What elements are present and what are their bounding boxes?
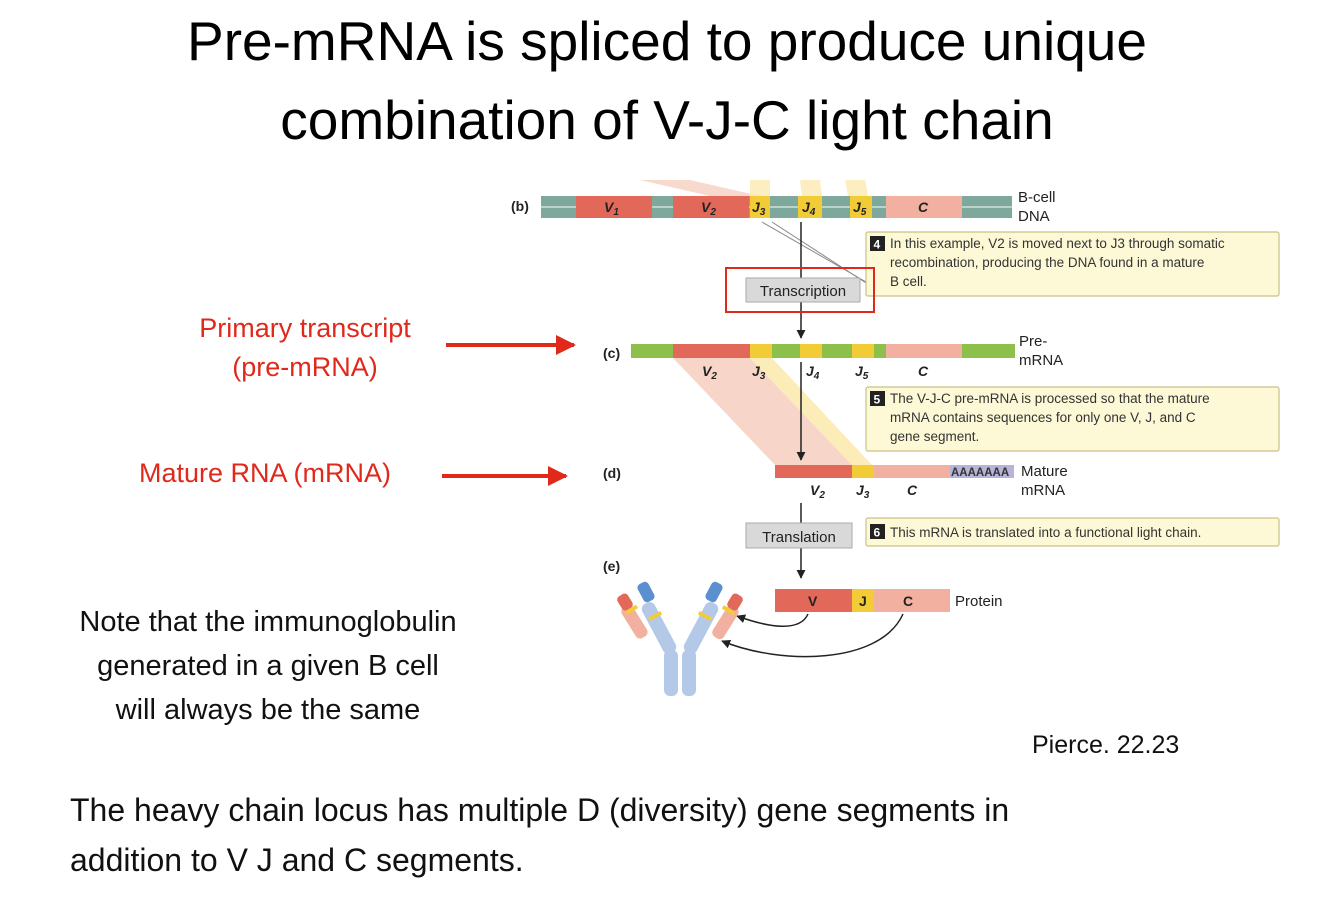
primary-transcript-annotation: Primary transcript (pre-mRNA) [150,309,460,387]
step4-line-1: In this example, V2 is moved next to J3 … [890,236,1225,251]
transcription-label-box [745,277,861,303]
step4-number: 4 [874,238,881,252]
panel-label-d: (d) [603,465,621,481]
premrna-j3-label: J3 [752,363,766,382]
step6-line-1: This mRNA is translated into a functiona… [890,525,1201,540]
protein-segment-j [852,589,874,612]
protein-label: Protein [955,593,1003,610]
dna-segment-v2 [673,196,749,218]
protein-chain [775,589,950,612]
transcription-highlight-box [725,267,875,313]
recombination-shade-j3 [750,180,770,196]
premrna-segment-j5 [852,344,874,358]
protein-c-label: C [903,593,913,609]
dna-j5-label: J5 [853,199,867,218]
step6-number: 6 [874,526,881,540]
protein-v-label: V [808,593,818,609]
mrna-segment-v2 [775,465,852,478]
dna-segment-c [886,196,962,218]
step4-callout: 4 In this example, V2 is moved next to J… [865,231,1280,297]
note-line-3: will always be the same [115,694,421,727]
splicing-shade-j [750,358,872,465]
step6-callout: 6 This mRNA is translated into a functio… [865,517,1280,547]
slide-title-line-1: Pre-mRNA is spliced to produce unique [187,10,1147,72]
pre-mrna-strand [631,344,1015,358]
mature-mrna-strand [775,465,1014,478]
protein-segment-v [775,589,852,612]
premrna-v2-label: V2 [702,363,717,382]
step5-line-3: gene segment. [890,429,979,444]
note-text: Note that the immunoglobulin generated i… [18,600,518,732]
antibody-icon [617,581,743,696]
dna-c-label: C [918,199,929,215]
premrna-j5-label: J5 [855,363,869,382]
recombination-shade [640,180,760,196]
dna-v1-label: V1 [604,199,619,218]
slide-title-line-2: combination of V-J-C light chain [280,89,1054,151]
step5-callout: 5 The V-J-C pre-mRNA is processed so tha… [865,386,1280,452]
premrna-segment-c [886,344,962,358]
dna-segment-j3 [750,196,770,218]
bottom-text: The heavy chain locus has multiple D (di… [70,786,1310,885]
step5-line-1: The V-J-C pre-mRNA is processed so that … [890,391,1210,406]
note-line-1: Note that the immunoglobulin [79,606,457,638]
premrna-j4-label: J4 [806,363,820,382]
premrna-label: Pre- [1019,333,1047,350]
bcell-dna-label: B-cell [1018,189,1056,206]
mrna-segment-c [874,465,950,478]
dna-j4-label: J4 [802,199,816,218]
translation-label: Translation [762,529,836,546]
transcription-label: Transcription [760,283,846,300]
premrna-segment-v2 [673,344,750,358]
panel-label-b: (b) [511,198,529,214]
recombination-shade-j5 [845,180,868,196]
mrna-polya-tail [950,465,1014,478]
citation: Pierce. 22.23 [1032,731,1180,759]
mature-mrna-label-2: mRNA [1021,482,1065,499]
step5-number: 5 [874,393,881,407]
mature-rna-annotation: Mature RNA (mRNA) [138,458,392,488]
bcell-dna-label-2: DNA [1018,208,1050,225]
mrna-segment-j3 [852,465,874,478]
premrna-segment-j3 [750,344,772,358]
dna-segment-v1 [576,196,652,218]
step4-line-2: recombination, producing the DNA found i… [890,255,1204,270]
mrna-v2-label: V2 [810,482,825,501]
bottom-text-line-2: addition to V J and C segments. [70,841,524,878]
light-chain-arrow-1 [736,613,809,627]
splicing-shade-v [673,358,852,465]
protein-j-label: J [859,593,867,609]
premrna-c-label: C [918,363,929,379]
bcell-dna-strand [541,196,1012,218]
mature-mrna-label: Mature [1021,463,1068,480]
dna-segment-j4 [798,196,822,218]
step5-line-2: mRNA contains sequences for only one V, … [890,410,1196,425]
dna-j3-label: J3 [752,199,766,218]
protein-segment-c [874,589,950,612]
premrna-segment-j4 [800,344,822,358]
dna-segment-j5 [850,196,872,218]
mrna-c-label: C [907,482,918,498]
step4-line-3: B cell. [890,274,927,289]
panel-label-e: (e) [603,558,620,574]
polya-label: AAAAAAA [951,467,1009,479]
recombination-shade-j4 [800,180,822,196]
primary-transcript-sublabel: (pre-mRNA) [232,352,378,383]
dna-v2-label: V2 [701,199,716,218]
translation-label-box [745,522,853,549]
light-chain-arrow-2 [721,613,904,658]
bottom-text-line-1: The heavy chain locus has multiple D (di… [70,792,1010,828]
premrna-label-2: mRNA [1019,352,1063,369]
step4-pointer-2 [771,221,881,293]
primary-transcript-label: Primary transcript [199,313,411,343]
note-line-2: generated in a given B cell [97,650,439,683]
panel-label-c: (c) [603,345,620,361]
mrna-j3-label: J3 [856,482,870,501]
